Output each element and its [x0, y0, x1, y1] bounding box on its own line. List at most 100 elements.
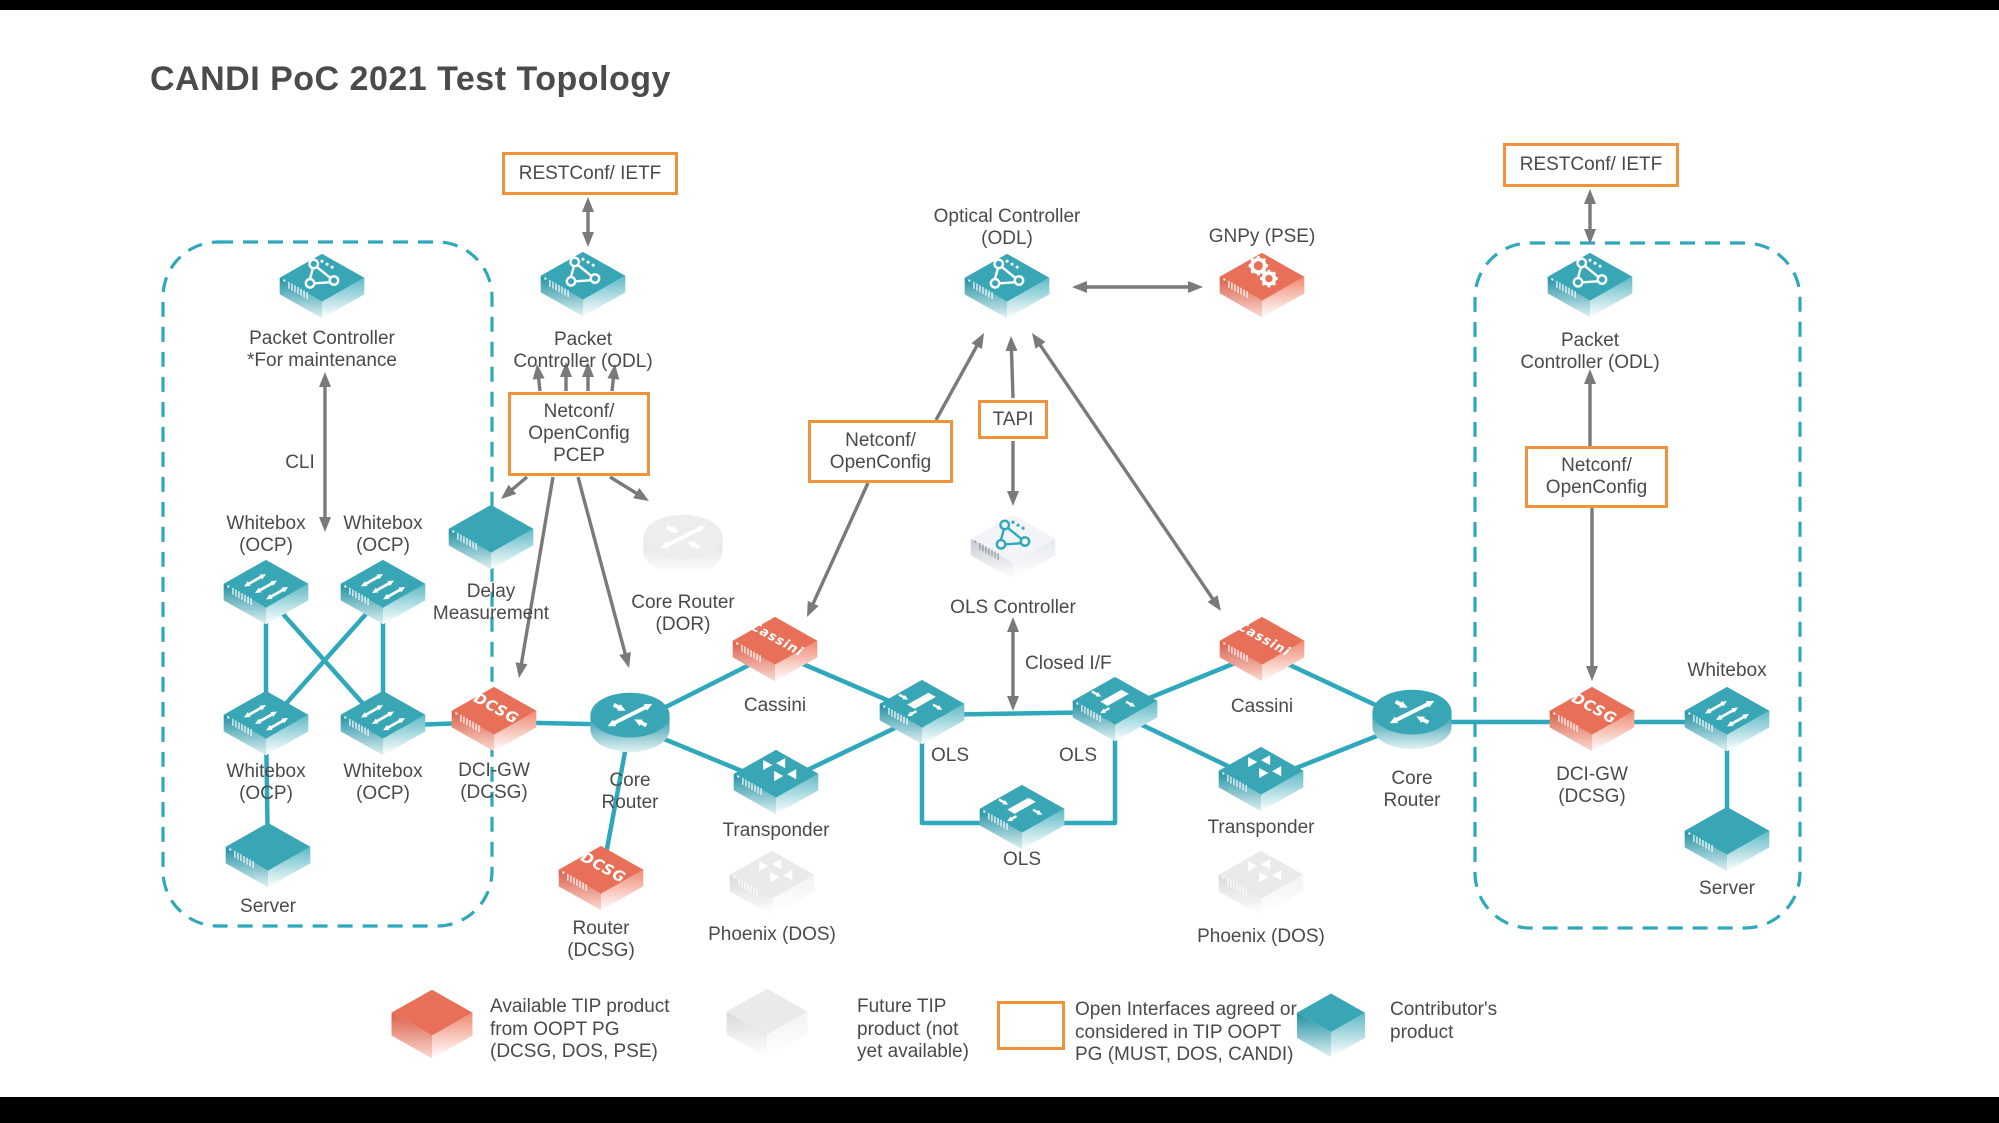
optical-controller-odl-label: Optical Controller(ODL): [933, 206, 1081, 249]
whitebox-bottom-right-label: Whitebox(OCP): [343, 761, 423, 804]
server-left-icon: [225, 823, 311, 888]
whitebox-bottom-right: [337, 689, 429, 768]
whitebox-top-right-icon: [340, 560, 426, 625]
letterbox-top: [0, 0, 1999, 10]
phoenix-dos-right: [1215, 849, 1307, 928]
server-right: [1681, 805, 1773, 884]
router-dcsg: DCSG: [555, 844, 647, 923]
core-router-left: [587, 691, 673, 763]
transponder-right-label: Transponder: [1207, 817, 1315, 838]
whitebox-bottom-left-label: Whitebox(OCP): [226, 761, 306, 804]
arrow-pcep--pc-odl-3: [582, 362, 594, 391]
whitebox-top-left-label: Whitebox(OCP): [226, 513, 306, 556]
legend-contributor-cube-icon: [1296, 993, 1366, 1058]
ols-mid-label: OLS: [1058, 745, 1098, 766]
arrow-netconf-right--pc-odl-right: [1584, 369, 1596, 447]
gnpy-pse-icon: [1219, 253, 1305, 318]
ols-controller: [967, 513, 1059, 592]
arrow-pcep--core-dor: [609, 475, 649, 501]
arrow-restconf-left--pc-odl: [582, 197, 594, 247]
arrow-pcep--delay: [501, 475, 529, 499]
whitebox-bottom-right-icon: [340, 691, 426, 756]
phoenix-dos-right-label: Phoenix (DOS): [1197, 926, 1325, 947]
arrow-pcep--dcigw-left: [515, 476, 555, 678]
optical-controller-odl: [961, 252, 1053, 331]
server-right-label: Server: [1699, 878, 1755, 899]
cassini-left-label: Cassini: [743, 695, 807, 716]
packet-controller-odl-left-icon: [540, 252, 626, 317]
router-dcsg-icon: DCSG: [558, 846, 644, 911]
delay-measurement: [445, 503, 537, 582]
arrow-optical--cassini-right: [1032, 333, 1221, 611]
netconf-openconfig-right-box: Netconf/OpenConfig: [1525, 446, 1668, 508]
optical-controller-odl-icon: [964, 254, 1050, 319]
transponder-left-label: Transponder: [722, 820, 830, 841]
restconf-ietf-left-box: RESTConf/ IETF: [502, 152, 678, 195]
cassini-left: Cassini: [729, 615, 821, 694]
whitebox-top-right-label: Whitebox(OCP): [343, 513, 423, 556]
router-dcsg-label: Router(DCSG): [567, 918, 635, 961]
cli-label: CLI: [285, 452, 315, 473]
whitebox-right-icon: [1684, 687, 1770, 752]
cassini-left-icon: Cassini: [732, 617, 818, 682]
arrow-pcep--pc-odl-4: [607, 364, 620, 392]
core-router-left-icon: [590, 693, 670, 753]
cassini-right-icon: Cassini: [1219, 617, 1305, 682]
delay-measurement-icon: [448, 505, 534, 570]
ols-bottom-label: OLS: [1002, 849, 1042, 870]
legend-contributor-cube: [1294, 992, 1368, 1068]
ols-mid: [1069, 675, 1161, 754]
server-left: [222, 821, 314, 900]
legend-open-interface-box: [997, 1001, 1065, 1050]
packet-controller-odl-right-icon: [1547, 253, 1633, 318]
arrow-pcep--pc-odl-1: [532, 364, 545, 392]
arrow-netconf-center--cassini-left: [807, 482, 870, 617]
core-router-dor: [640, 513, 726, 585]
tapi-box: TAPI: [978, 400, 1048, 439]
arrow-netconf-center--optical: [934, 333, 984, 421]
dci-gw-left-label: DCI-GW(DCSG): [458, 760, 530, 803]
core-router-right: [1369, 688, 1455, 760]
packet-controller-maintenance: [276, 252, 368, 331]
ols-controller-label: OLS Controller: [950, 597, 1076, 618]
gnpy-pse-label: GNPy (PSE): [1208, 226, 1316, 247]
dci-gw-right-icon: DCSG: [1549, 687, 1635, 752]
phoenix-dos-right-icon: [1218, 851, 1304, 916]
legend-future-cube: [723, 987, 811, 1069]
dci-gw-right: DCSG: [1546, 685, 1638, 764]
ols-left-icon: [879, 680, 965, 745]
packet-controller-odl-right: [1544, 251, 1636, 330]
whitebox-bottom-left: [220, 689, 312, 768]
letterbox-bottom: [0, 1097, 1999, 1123]
right-contributor-domain: [1473, 241, 1802, 930]
core-router-dor-icon: [643, 515, 723, 575]
whitebox-top-right: [337, 558, 429, 637]
ols-controller-icon: [970, 515, 1056, 580]
netconf-openconfig-center-box: Netconf/OpenConfig: [808, 420, 953, 483]
closed-if-label: Closed I/F: [1025, 653, 1112, 674]
dci-gw-left-icon: DCSG: [451, 687, 537, 752]
gnpy-pse: [1216, 251, 1308, 330]
arrow-tapi--optical: [1005, 336, 1018, 399]
legend-available-cube-icon: [391, 990, 473, 1059]
arrow-closed-if-arrow: [1007, 617, 1019, 711]
whitebox-top-left: [220, 558, 312, 637]
ols-mid-icon: [1072, 677, 1158, 742]
legend-available-cube: [388, 988, 476, 1070]
whitebox-top-left-icon: [223, 560, 309, 625]
transponder-left-icon: [733, 750, 819, 815]
cassini-right: Cassini: [1216, 615, 1308, 694]
cassini-right-label: Cassini: [1230, 696, 1294, 717]
arrow-cli-arrow: [319, 372, 331, 532]
packet-controller-maintenance-icon: [279, 254, 365, 319]
arrow-optical--gnpy: [1072, 281, 1203, 293]
